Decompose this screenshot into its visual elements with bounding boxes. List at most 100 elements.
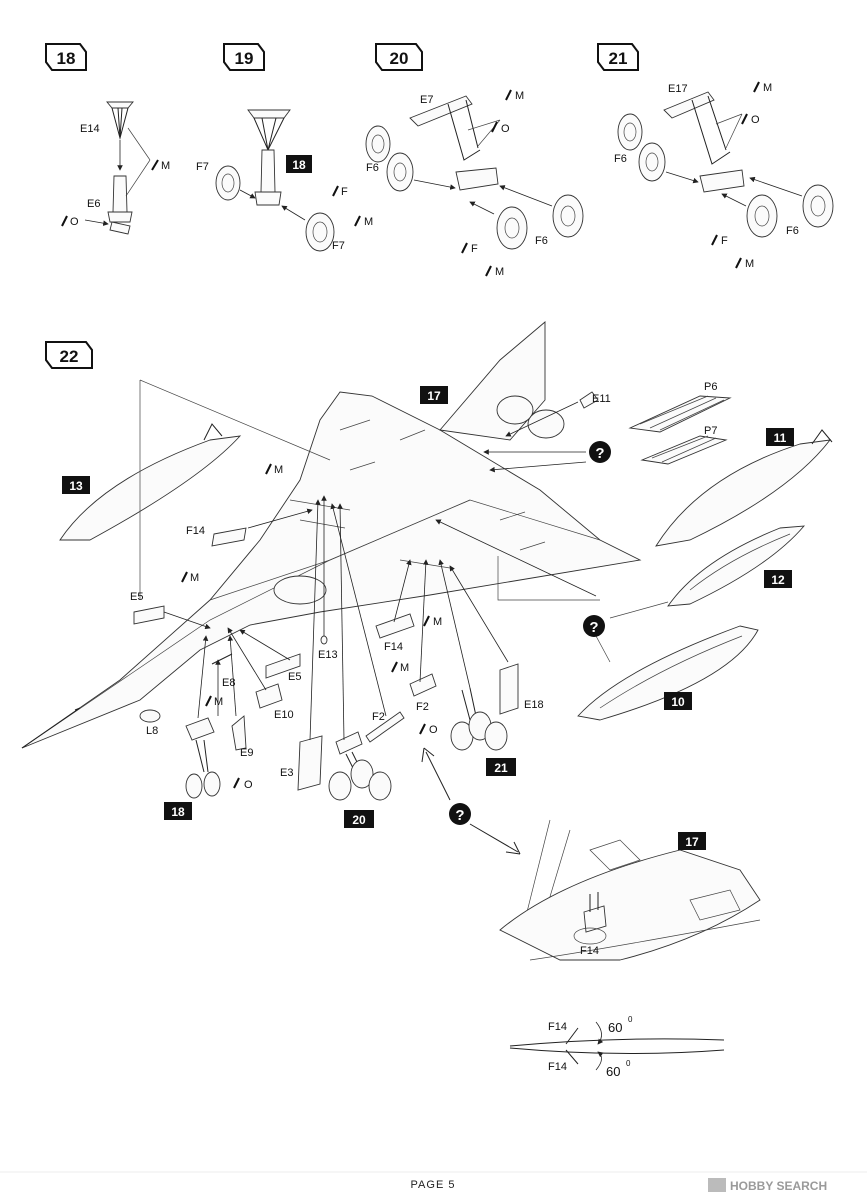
paint-icon-o: O (741, 113, 760, 126)
label-f14-left: F14 (186, 525, 205, 537)
svg-text:O: O (244, 779, 253, 791)
svg-text:F: F (721, 235, 728, 247)
label-f7-right: F7 (332, 240, 345, 252)
paint-icon-m-right: M (423, 615, 442, 628)
ref-badge-10: 10 (664, 692, 692, 710)
step-18: 18 E14 E6 M O (45, 43, 170, 235)
f14-angle-diagram: F14 F14 60 0 60 0 (509, 1015, 725, 1079)
pod-10 (577, 625, 759, 721)
drop-tank-13 (59, 423, 242, 541)
svg-text:13: 13 (69, 479, 83, 493)
svg-text:HOBBY SEARCH: HOBBY SEARCH (730, 1179, 827, 1193)
nose-gear-assembled (215, 109, 335, 252)
question-icon-middle: ? (583, 615, 605, 637)
label-f6-right: F6 (786, 225, 799, 237)
label-e9: E9 (240, 747, 253, 759)
question-icon-lower: ? (449, 803, 471, 825)
label-e13: E13 (318, 649, 338, 661)
paint-icon-m: M (354, 215, 373, 228)
label-f6-left: F6 (366, 162, 379, 174)
label-e5-left: E5 (130, 591, 143, 603)
aircraft-underside (21, 321, 642, 749)
ref-badge-21: 21 (486, 758, 516, 776)
double-arrow-callout (421, 747, 521, 855)
label-e7: E7 (420, 94, 433, 106)
step-19: 19 18 F7 F7 F M (196, 43, 373, 252)
drop-tank-11 (655, 429, 833, 547)
paint-icon-o-left: O (233, 777, 253, 791)
svg-text:M: M (274, 464, 283, 476)
svg-text:21: 21 (609, 49, 628, 68)
paint-icon-m-top: M (265, 463, 283, 476)
paint-icon-o: O (491, 121, 510, 135)
paint-icon-m-left: M (181, 571, 199, 584)
question-icon-upper: ? (589, 441, 611, 463)
ref-badge-18: 18 (164, 802, 192, 820)
label-f14-inset: F14 (580, 945, 599, 957)
paint-icon-o-mid: O (419, 723, 438, 736)
svg-text:?: ? (595, 445, 604, 462)
svg-text:?: ? (589, 619, 598, 636)
label-e5-right: E5 (288, 671, 301, 683)
paint-icon-m: M (151, 159, 170, 172)
svg-text:21: 21 (494, 761, 508, 775)
paint-icon-m-mid: M (391, 661, 409, 674)
nose-gear-installed (185, 715, 247, 799)
svg-text:M: M (433, 616, 442, 628)
svg-text:17: 17 (427, 389, 441, 403)
angle-top: 60 (608, 1020, 622, 1035)
svg-text:18: 18 (171, 805, 185, 819)
paint-icon-m-top: M (505, 89, 524, 102)
main-gear-right (617, 91, 834, 238)
svg-text:O: O (70, 216, 79, 228)
svg-text:M: M (400, 662, 409, 674)
small-parts (133, 391, 599, 791)
step-18-badge: 18 (45, 43, 87, 71)
step-22-badge: 22 (45, 341, 93, 369)
paint-icon-f: F (461, 242, 478, 255)
svg-text:O: O (501, 123, 510, 135)
paint-icon-m-top: M (753, 81, 772, 94)
svg-text:18: 18 (57, 49, 76, 68)
svg-text:12: 12 (771, 573, 785, 587)
svg-text:O: O (429, 724, 438, 736)
svg-text:M: M (214, 696, 223, 708)
page-number: PAGE 5 (411, 1179, 456, 1191)
label-f2-right: F2 (416, 701, 429, 713)
paint-icon-o: O (61, 215, 79, 228)
main-gear-left-installed (328, 731, 392, 801)
ref-badge-18: 18 (286, 155, 312, 173)
svg-text:10: 10 (671, 695, 685, 709)
label-f6-left: F6 (614, 153, 627, 165)
label-p7: P7 (704, 425, 717, 437)
label-f7-left: F7 (196, 161, 209, 173)
label-e8: E8 (222, 677, 235, 689)
svg-text:?: ? (455, 807, 464, 824)
label-f14-mid: F14 (384, 641, 403, 653)
label-p6: P6 (704, 381, 717, 393)
label-e11: E11 (592, 393, 611, 405)
svg-text:11: 11 (774, 431, 787, 445)
svg-text:M: M (161, 160, 170, 172)
step-20: 20 E7 F6 F6 M O (365, 43, 584, 278)
svg-text:F: F (471, 243, 478, 255)
decal-panel-p7 (640, 435, 728, 465)
ref-badge-20: 20 (344, 810, 374, 828)
assembly-arrows (139, 379, 669, 741)
label-f14-top: F14 (548, 1021, 567, 1033)
svg-text:19: 19 (235, 49, 254, 68)
step-21-badge: 21 (597, 43, 639, 71)
label-e17: E17 (668, 83, 688, 95)
svg-text:M: M (745, 258, 754, 270)
label-f14-bottom: F14 (548, 1061, 567, 1073)
svg-text:M: M (364, 216, 373, 228)
detail-inset: 17 F14 (499, 819, 761, 961)
paint-icon-m-gear: M (205, 695, 223, 708)
paint-icon-f: F (332, 185, 348, 198)
degree-top: 0 (628, 1015, 633, 1024)
ref-badge-17: 17 (420, 386, 448, 404)
svg-text:M: M (515, 90, 524, 102)
paint-icon-m-bottom: M (735, 257, 754, 270)
svg-text:M: M (495, 266, 504, 278)
